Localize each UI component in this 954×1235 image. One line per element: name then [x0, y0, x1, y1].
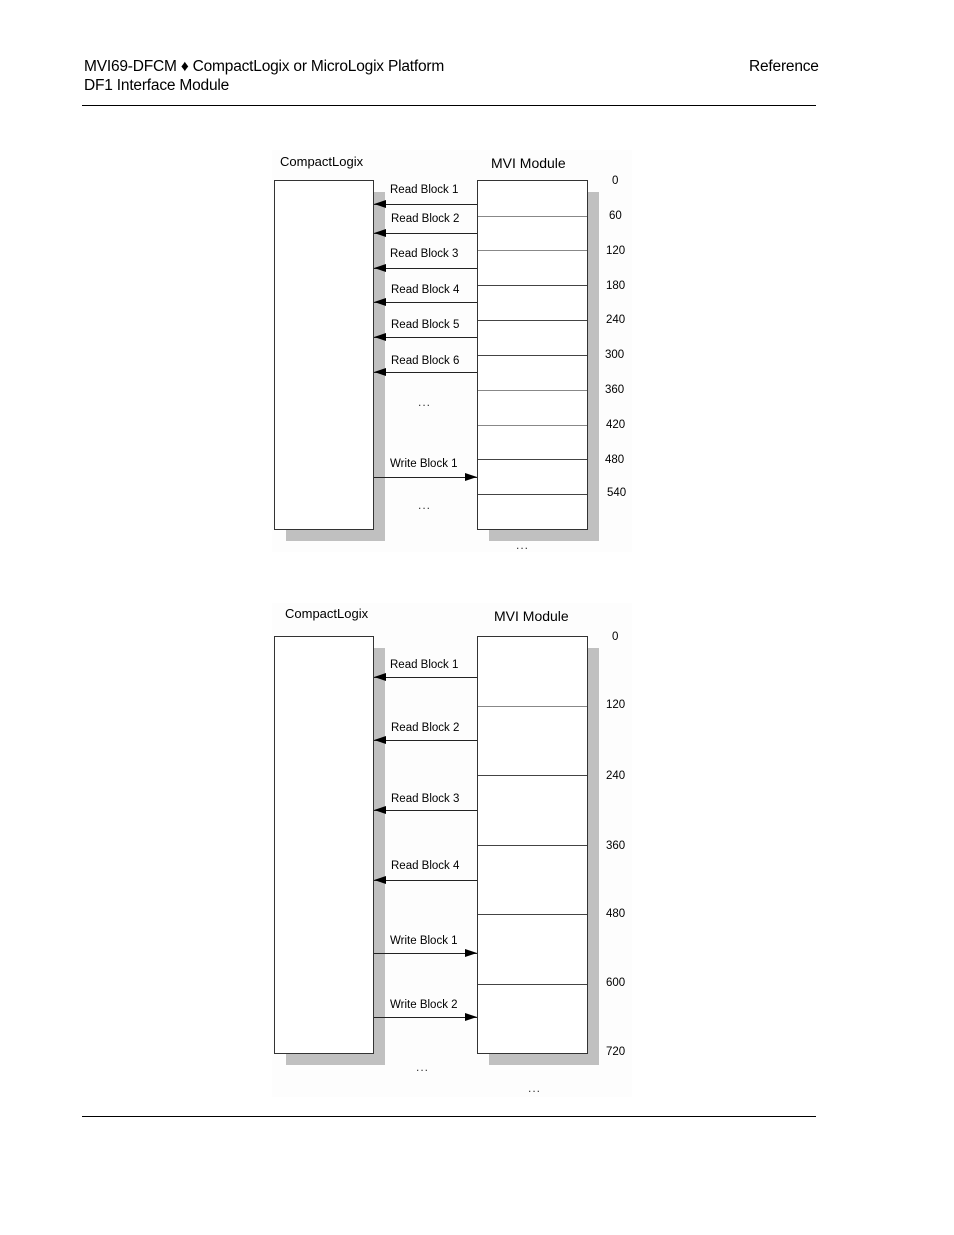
offset-label: 0 [612, 175, 619, 187]
offset-label: 720 [606, 1046, 626, 1058]
register-divider [478, 775, 587, 776]
read-block-label: Read Block 2 [391, 213, 460, 225]
compactlogix-box [274, 636, 374, 1054]
offset-label: 120 [606, 245, 626, 257]
read-arrow-icon [374, 368, 477, 376]
header-rule [82, 105, 816, 106]
register-divider [478, 285, 587, 286]
read-arrow-icon [374, 333, 477, 341]
more-reads-ellipsis: ... [418, 395, 432, 409]
offset-label: 60 [609, 210, 622, 222]
mvi-module-title: MVI Module [491, 155, 566, 171]
read-arrow-icon [374, 673, 477, 681]
compactlogix-title: CompactLogix [280, 154, 364, 169]
read-block-label: Read Block 1 [390, 659, 459, 671]
read-block-label: Read Block 6 [391, 355, 460, 367]
offset-label: 480 [605, 454, 625, 466]
write-arrow-icon [374, 473, 477, 481]
write-block-label: Write Block 2 [390, 999, 458, 1011]
more-writes-ellipsis: ... [418, 498, 432, 512]
compactlogix-box [274, 180, 374, 530]
register-divider [478, 216, 587, 217]
read-block-label: Read Block 3 [391, 793, 460, 805]
mvi-module-title: MVI Module [494, 608, 569, 624]
offset-label: 0 [612, 631, 619, 643]
read-arrow-icon [374, 298, 477, 306]
register-divider [478, 250, 587, 251]
read-arrow-icon [374, 200, 477, 208]
read-arrow-icon [374, 806, 477, 814]
register-divider [478, 845, 587, 846]
offset-label: 180 [606, 280, 626, 292]
offset-label: 360 [606, 840, 626, 852]
offset-label: 360 [605, 384, 625, 396]
offset-label: 240 [606, 314, 626, 326]
read-block-label: Read Block 3 [390, 248, 459, 260]
footer-rule [82, 1116, 816, 1117]
read-arrow-icon [374, 229, 477, 237]
read-arrow-icon [374, 736, 477, 744]
compactlogix-title: CompactLogix [285, 606, 369, 621]
read-block-label: Read Block 4 [391, 860, 460, 872]
write-arrow-icon [374, 949, 477, 957]
write-arrow-icon [374, 1013, 477, 1021]
more-registers-ellipsis: ... [528, 1081, 542, 1095]
offset-label: 480 [606, 908, 626, 920]
write-block-label: Write Block 1 [390, 458, 458, 470]
doc-title-line1: MVI69-DFCM ♦ CompactLogix or MicroLogix … [84, 58, 445, 75]
read-block-label: Read Block 4 [391, 284, 460, 296]
offset-label: 600 [606, 977, 626, 989]
read-arrow-icon [374, 876, 477, 884]
register-divider [478, 706, 587, 707]
register-divider [478, 914, 587, 915]
read-block-label: Read Block 2 [391, 722, 460, 734]
register-divider [478, 355, 587, 356]
offset-label: 240 [606, 770, 626, 782]
offset-label: 420 [606, 419, 626, 431]
more-writes-ellipsis: ... [416, 1060, 430, 1074]
section-label: Reference [749, 58, 819, 75]
offset-label: 540 [607, 487, 627, 499]
read-arrow-icon [374, 264, 477, 272]
more-registers-ellipsis: ... [516, 538, 530, 552]
read-block-label: Read Block 1 [390, 184, 459, 196]
register-divider [478, 425, 587, 426]
doc-title-line2: DF1 Interface Module [84, 77, 230, 94]
register-divider [478, 494, 587, 495]
register-divider [478, 984, 587, 985]
write-block-label: Write Block 1 [390, 935, 458, 947]
register-divider [478, 459, 587, 460]
register-divider [478, 320, 587, 321]
offset-label: 300 [605, 349, 625, 361]
register-divider [478, 390, 587, 391]
read-block-label: Read Block 5 [391, 319, 460, 331]
offset-label: 120 [606, 699, 626, 711]
